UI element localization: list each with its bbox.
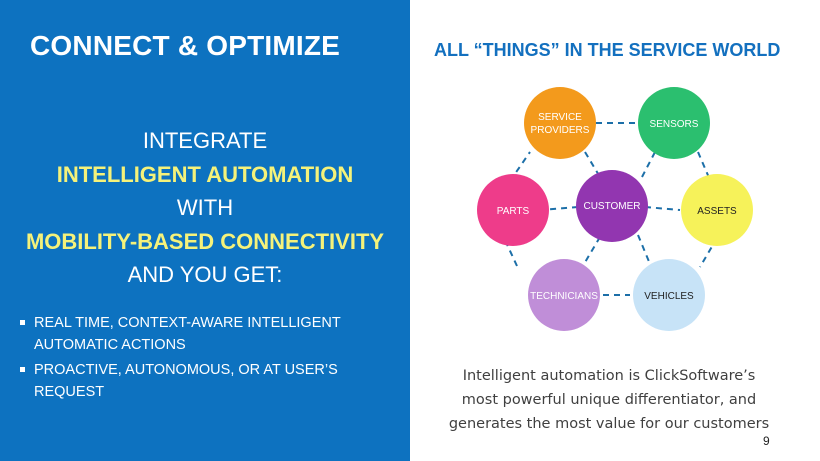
node-label-vehicles: VEHICLES xyxy=(644,291,694,302)
headline-line-integrate: INTEGRATE xyxy=(142,128,268,153)
node-label-parts: PARTS xyxy=(497,206,530,217)
node-customer xyxy=(576,170,648,242)
page-number: 9 xyxy=(763,434,770,448)
left-panel: CONNECT & OPTIMIZE INTEGRATE INTELLIGENT… xyxy=(0,0,410,461)
caption-line: generates the most value for our custome… xyxy=(448,416,770,432)
bullet-text: PROACTIVE, AUTONOMOUS, OR AT USER’S REQU… xyxy=(34,362,338,400)
connector-line xyxy=(644,206,681,211)
caption-line: most powerful unique differentiator, and xyxy=(461,392,757,408)
node-technicians xyxy=(528,259,600,331)
service-world-diagram: SERVICE PROVIDERS SENSORS CUSTOMER PARTS… xyxy=(477,87,753,331)
node-label-sensors: SENSORS xyxy=(650,119,699,130)
node-sensors xyxy=(638,87,710,159)
node-label-technicians: TECHNICIANS xyxy=(530,291,598,302)
headline-line-and-you-get: AND YOU GET: xyxy=(127,262,283,287)
headline: INTEGRATE INTELLIGENT AUTOMATION WITH MO… xyxy=(0,124,410,292)
node-service-providers xyxy=(524,87,596,159)
node-label-service: SERVICE xyxy=(538,112,582,123)
node-label-assets: ASSETS xyxy=(697,206,737,217)
bullet-item: PROACTIVE, AUTONOMOUS, OR AT USER’S REQU… xyxy=(20,359,390,403)
bullet-square-icon xyxy=(20,320,25,325)
bullet-list: REAL TIME, CONTEXT-AWARE INTELLIGENT AUT… xyxy=(20,312,390,406)
node-vehicles xyxy=(633,259,705,331)
connector-line xyxy=(637,234,651,265)
connector-line xyxy=(584,151,601,178)
diagram-title: ALL “THINGS” IN THE SERVICE WORLD xyxy=(434,40,781,60)
node-label-providers: PROVIDERS xyxy=(531,125,590,136)
node-label-customer: CUSTOMER xyxy=(583,201,640,212)
bullet-text: REAL TIME, CONTEXT-AWARE INTELLIGENT AUT… xyxy=(34,315,341,353)
node-assets xyxy=(681,174,753,246)
connector-line xyxy=(641,151,656,178)
caption-line: Intelligent automation is ClickSoftware’… xyxy=(462,368,756,384)
node-parts xyxy=(477,174,549,246)
headline-line-mobility-connectivity: MOBILITY-BASED CONNECTIVITY xyxy=(25,228,385,254)
slide-title: CONNECT & OPTIMIZE xyxy=(30,30,341,61)
diagram-caption: Intelligent automation is ClickSoftware’… xyxy=(414,364,804,436)
connector-line xyxy=(583,236,601,265)
headline-line-with: WITH xyxy=(176,195,234,220)
headline-line-intelligent-automation: INTELLIGENT AUTOMATION xyxy=(56,161,354,187)
bullet-item: REAL TIME, CONTEXT-AWARE INTELLIGENT AUT… xyxy=(20,312,390,356)
bullet-square-icon xyxy=(20,367,25,372)
